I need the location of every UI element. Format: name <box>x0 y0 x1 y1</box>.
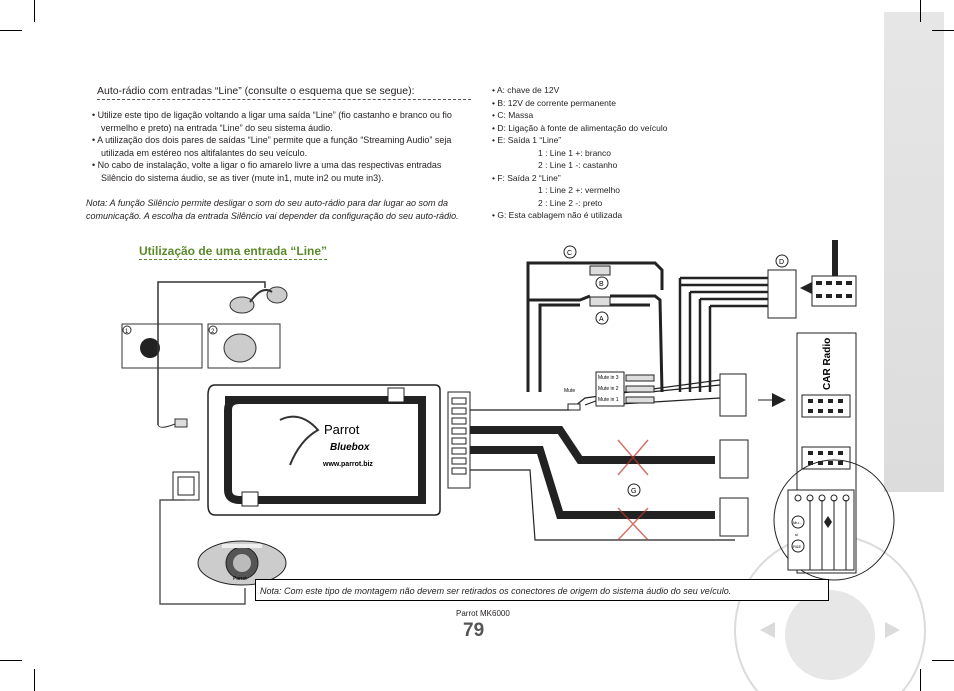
legend-item: A: chave de 12V <box>492 84 792 97</box>
product-name: Parrot MK6000 <box>456 609 510 618</box>
radio-s2-label: R&E <box>793 544 802 549</box>
car-radio: CAR Radio Mu... sl R&E <box>773 332 895 581</box>
legend-subitem: 1 : Line 1 +: branco <box>538 147 612 158</box>
legend-item: E: Saída 1 “Line” <box>492 134 792 147</box>
instruction-item: Utilize este tipo de ligação voltando a … <box>92 109 472 134</box>
mute-in2-label: Mute in 2 <box>598 386 619 392</box>
wiring-legend: A: chave de 12VB: 12V de corrente perman… <box>492 84 792 222</box>
label-a: A <box>599 316 604 323</box>
mute-note: Nota: A função Silêncio permite desligar… <box>86 198 459 221</box>
crop-mark <box>34 0 35 22</box>
step1-image <box>121 323 203 369</box>
bluebox-model: Bluebox <box>330 442 370 453</box>
step1-label: 1 <box>125 329 129 335</box>
legend-item: F: Saída 2 “Line” <box>492 172 792 185</box>
bluebox-url: www.parrot.biz <box>322 461 373 468</box>
crop-mark <box>932 30 954 31</box>
microphone-icon <box>229 286 288 314</box>
radio-mute-label: Mu... <box>793 520 802 525</box>
legend-subitem: 1 : Line 2 +: vermelho <box>538 185 620 195</box>
legend-item: G: Esta cablagem não é utilizada <box>492 209 792 222</box>
vehicle-power-connector <box>767 269 797 319</box>
crop-mark <box>920 0 921 22</box>
mute-in3-label: Mute in 3 <box>598 375 619 381</box>
unused-connector <box>719 439 749 479</box>
installation-note: Nota: Com este tipo de montagem não deve… <box>255 579 829 601</box>
crop-mark <box>932 660 954 661</box>
unused-cross <box>617 439 649 541</box>
bluebox-brand: Parrot <box>324 422 360 437</box>
remote-brand: Parrot <box>233 576 247 582</box>
label-g: G <box>631 488 636 495</box>
side-band <box>884 12 944 492</box>
legend-item: B: 12V de corrente permanente <box>492 97 792 110</box>
legend-item: C: Massa <box>492 109 792 122</box>
remote-connector <box>172 471 200 501</box>
instruction-list: Utilize este tipo de ligação voltando a … <box>92 109 472 184</box>
diagram-subtitle: Utilização de uma entrada “Line” <box>139 244 328 260</box>
legend-subitem: 2 : Line 2 -: preto <box>538 197 603 208</box>
remote-control: Parrot <box>197 540 287 586</box>
mute-label: Mute <box>564 388 575 394</box>
section-heading: Auto-rádio com entradas “Line” (consulte… <box>97 85 415 97</box>
legend-subitem: 2 : Line 1 -: castanho <box>538 160 618 170</box>
label-b: B <box>599 281 604 288</box>
iso-connector <box>811 275 857 307</box>
crop-mark <box>0 660 22 661</box>
crop-mark <box>0 30 22 31</box>
car-radio-label: CAR Radio <box>822 338 833 390</box>
instruction-item: No cabo de instalação, volte a ligar o f… <box>92 159 472 184</box>
power-harness <box>526 261 770 393</box>
line-out-connector <box>719 373 747 417</box>
bluebox-unit: Parrot Bluebox www.parrot.biz <box>207 384 441 516</box>
crop-mark <box>34 669 35 691</box>
unused-connector <box>719 497 749 537</box>
mute-in1-label: Mute in 1 <box>598 397 619 403</box>
heading-divider <box>97 99 471 100</box>
label-c: C <box>567 250 572 257</box>
crop-mark <box>920 669 921 691</box>
radio-s1-label: sl <box>795 532 798 537</box>
page-number: 79 <box>463 620 485 641</box>
instruction-item: A utilização dos dois pares de saídas “L… <box>92 134 472 159</box>
step2-label: 2 <box>211 329 215 335</box>
legend-item: D: Ligação à fonte de alimentação do veí… <box>492 122 792 135</box>
label-d: D <box>779 259 784 266</box>
